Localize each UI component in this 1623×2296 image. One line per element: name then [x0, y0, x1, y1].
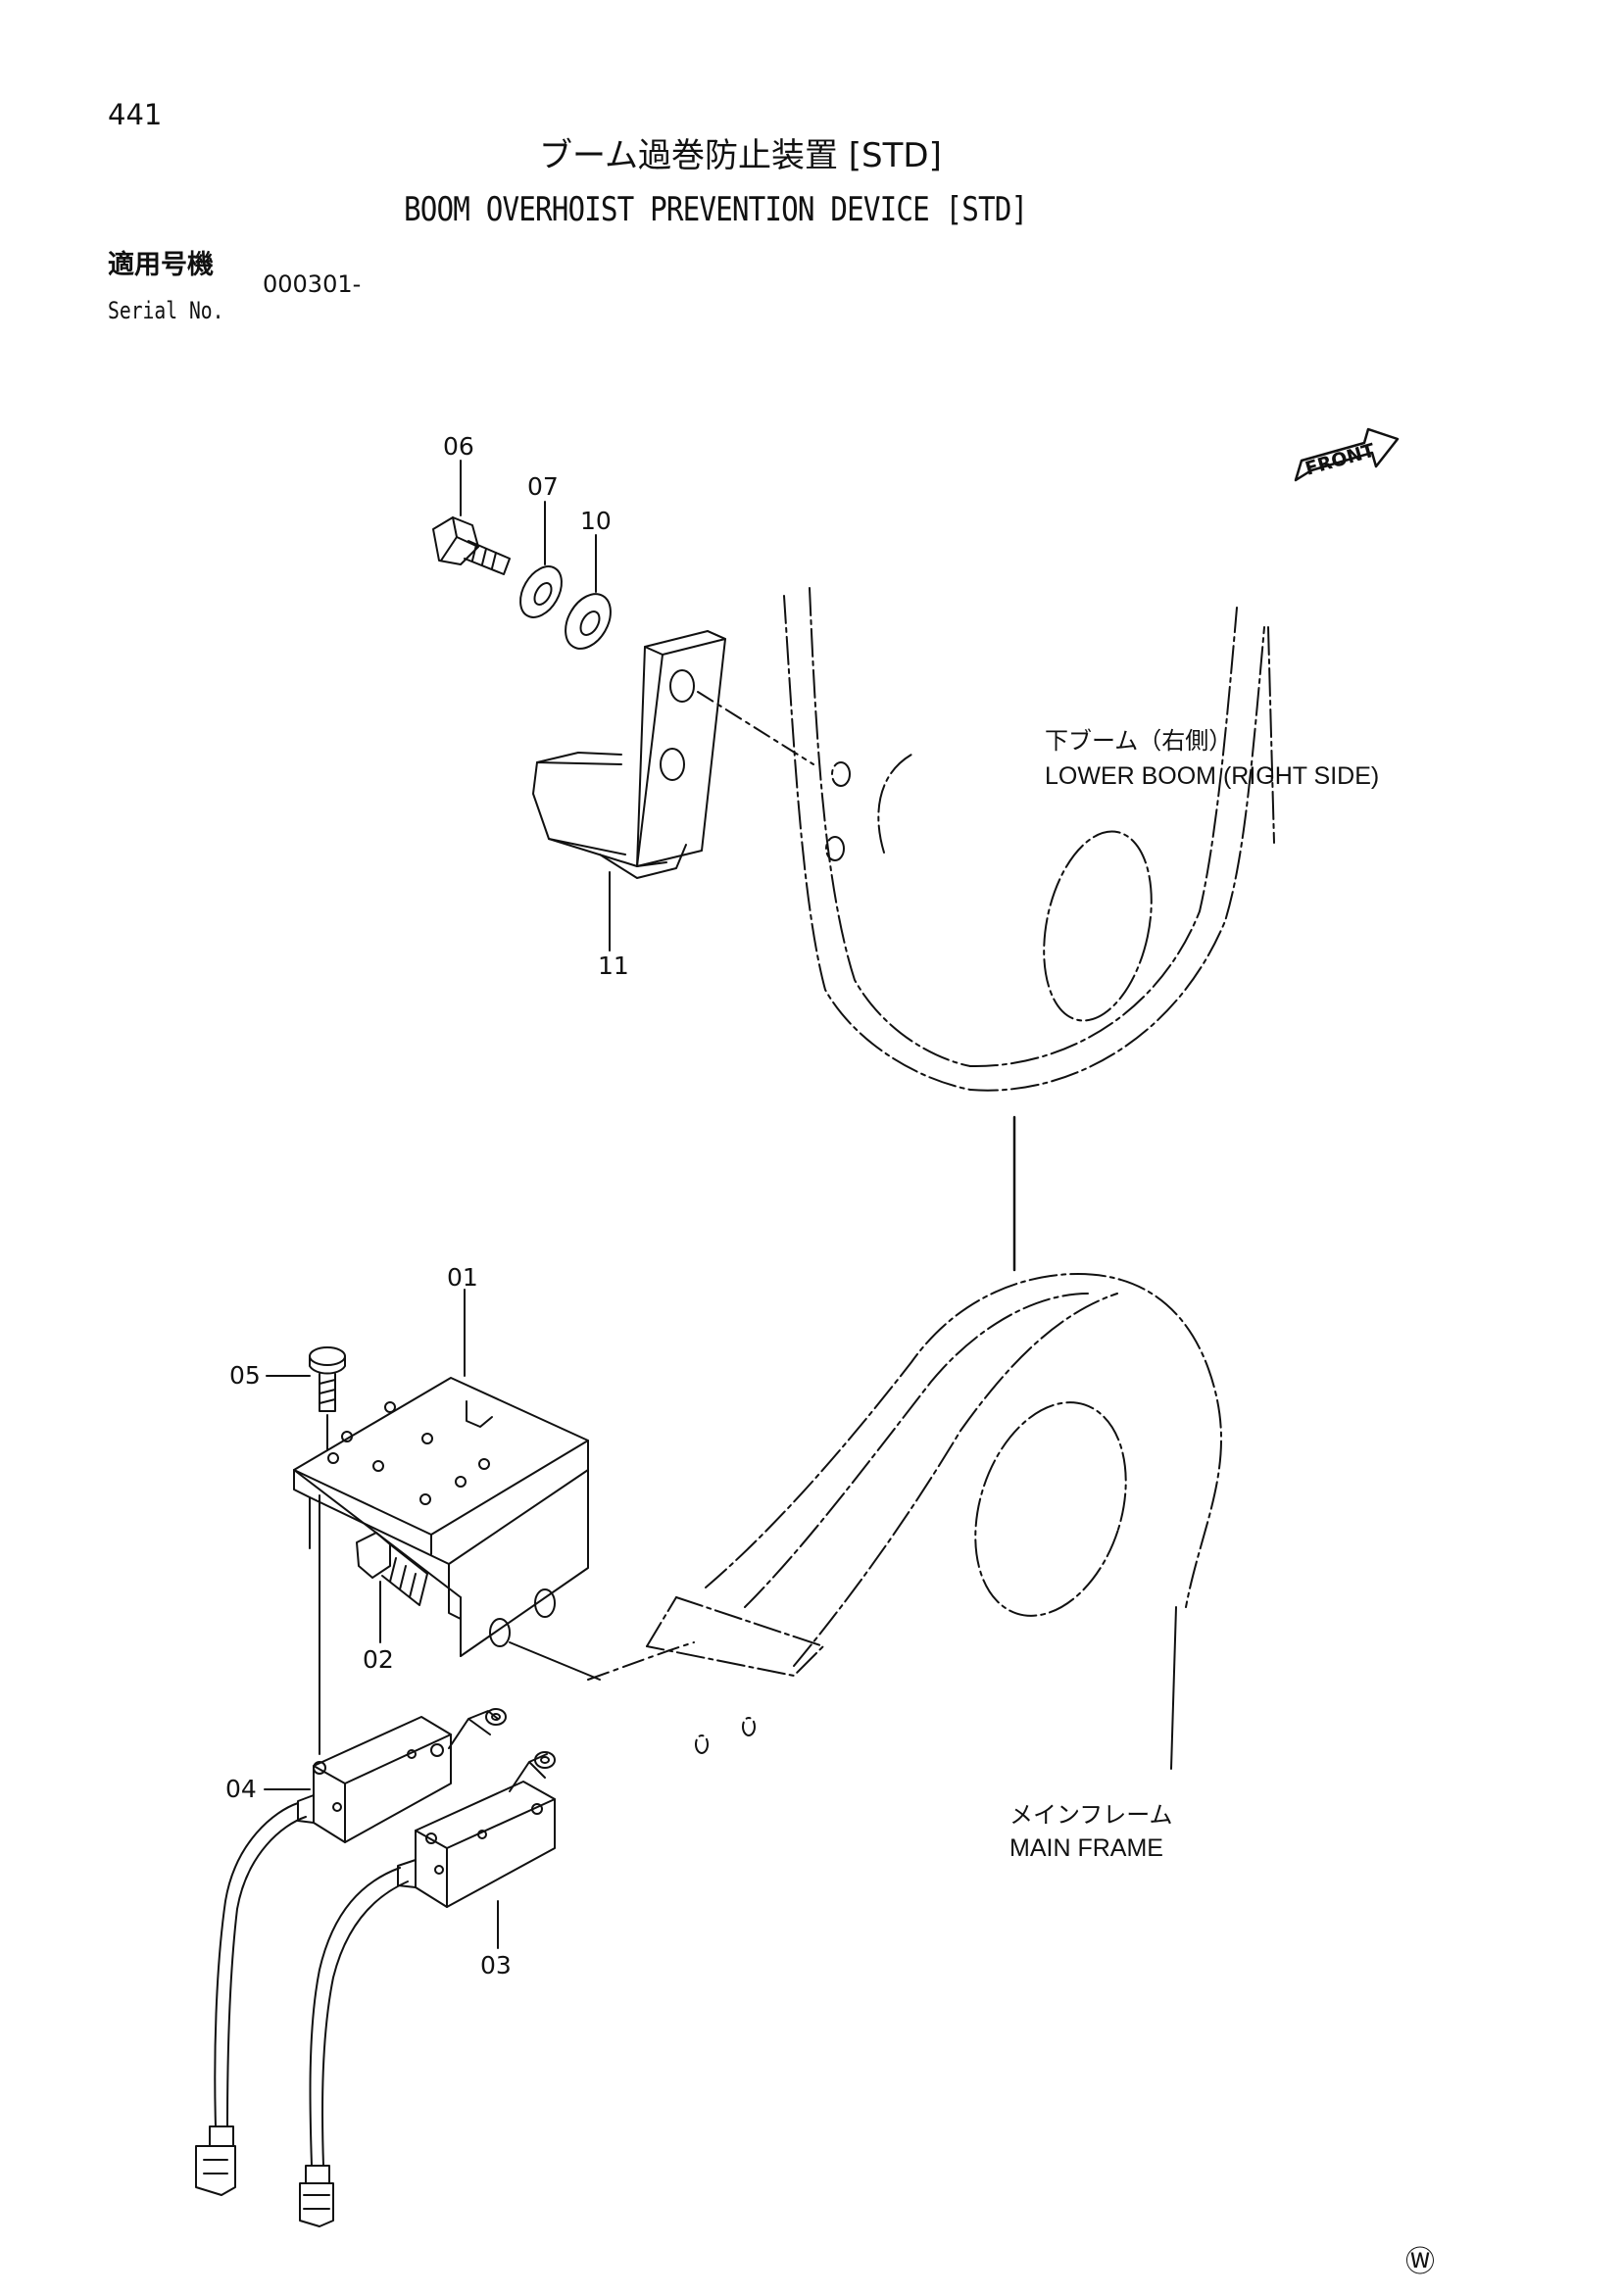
footer-mark: Ⓦ — [1405, 2245, 1435, 2279]
screw-05 — [309, 1346, 346, 1412]
serial-label-en: Serial No. — [108, 297, 224, 324]
callout-10: 10 — [580, 507, 612, 535]
lower-boom-label-en: LOWER BOOM (RIGHT SIDE) — [1045, 762, 1379, 790]
limit-switch-03 — [299, 1751, 556, 2227]
lower-boom-label-jp: 下ブーム（右側） — [1045, 727, 1232, 755]
callout-04: 04 — [225, 1775, 257, 1803]
callout-02: 02 — [363, 1645, 394, 1674]
bolt-02 — [356, 1532, 428, 1606]
page-number: 441 — [108, 98, 163, 131]
callout-03: 03 — [480, 1951, 512, 1979]
lock-washer-07 — [519, 565, 563, 618]
page-title-en: BOOM OVERHOIST PREVENTION DEVICE [STD] — [404, 190, 1028, 229]
washer-10 — [565, 593, 612, 650]
front-arrow-icon: FRONT — [1294, 427, 1400, 482]
limit-switch-04 — [195, 1708, 507, 2196]
bracket-11 — [532, 630, 726, 879]
bolt-06 — [432, 516, 511, 575]
lower-boom — [783, 587, 1275, 1092]
main-frame — [646, 1273, 1222, 1770]
callout-06: 06 — [443, 432, 474, 461]
main-frame-label-en: MAIN FRAME — [1009, 1834, 1163, 1862]
callout-01: 01 — [447, 1263, 478, 1292]
callout-07: 07 — [527, 472, 559, 501]
switch-bracket-01 — [293, 1377, 589, 1657]
serial-label-jp: 適用号機 — [108, 250, 214, 280]
callout-05: 05 — [229, 1361, 261, 1390]
serial-value: 000301- — [263, 270, 362, 298]
main-frame-label-jp: メインフレーム — [1009, 1801, 1173, 1829]
front-marker-text: FRONT — [1303, 440, 1377, 480]
callout-11: 11 — [598, 952, 629, 980]
page-title-jp: ブーム過巻防止装置 [STD] — [539, 136, 942, 175]
